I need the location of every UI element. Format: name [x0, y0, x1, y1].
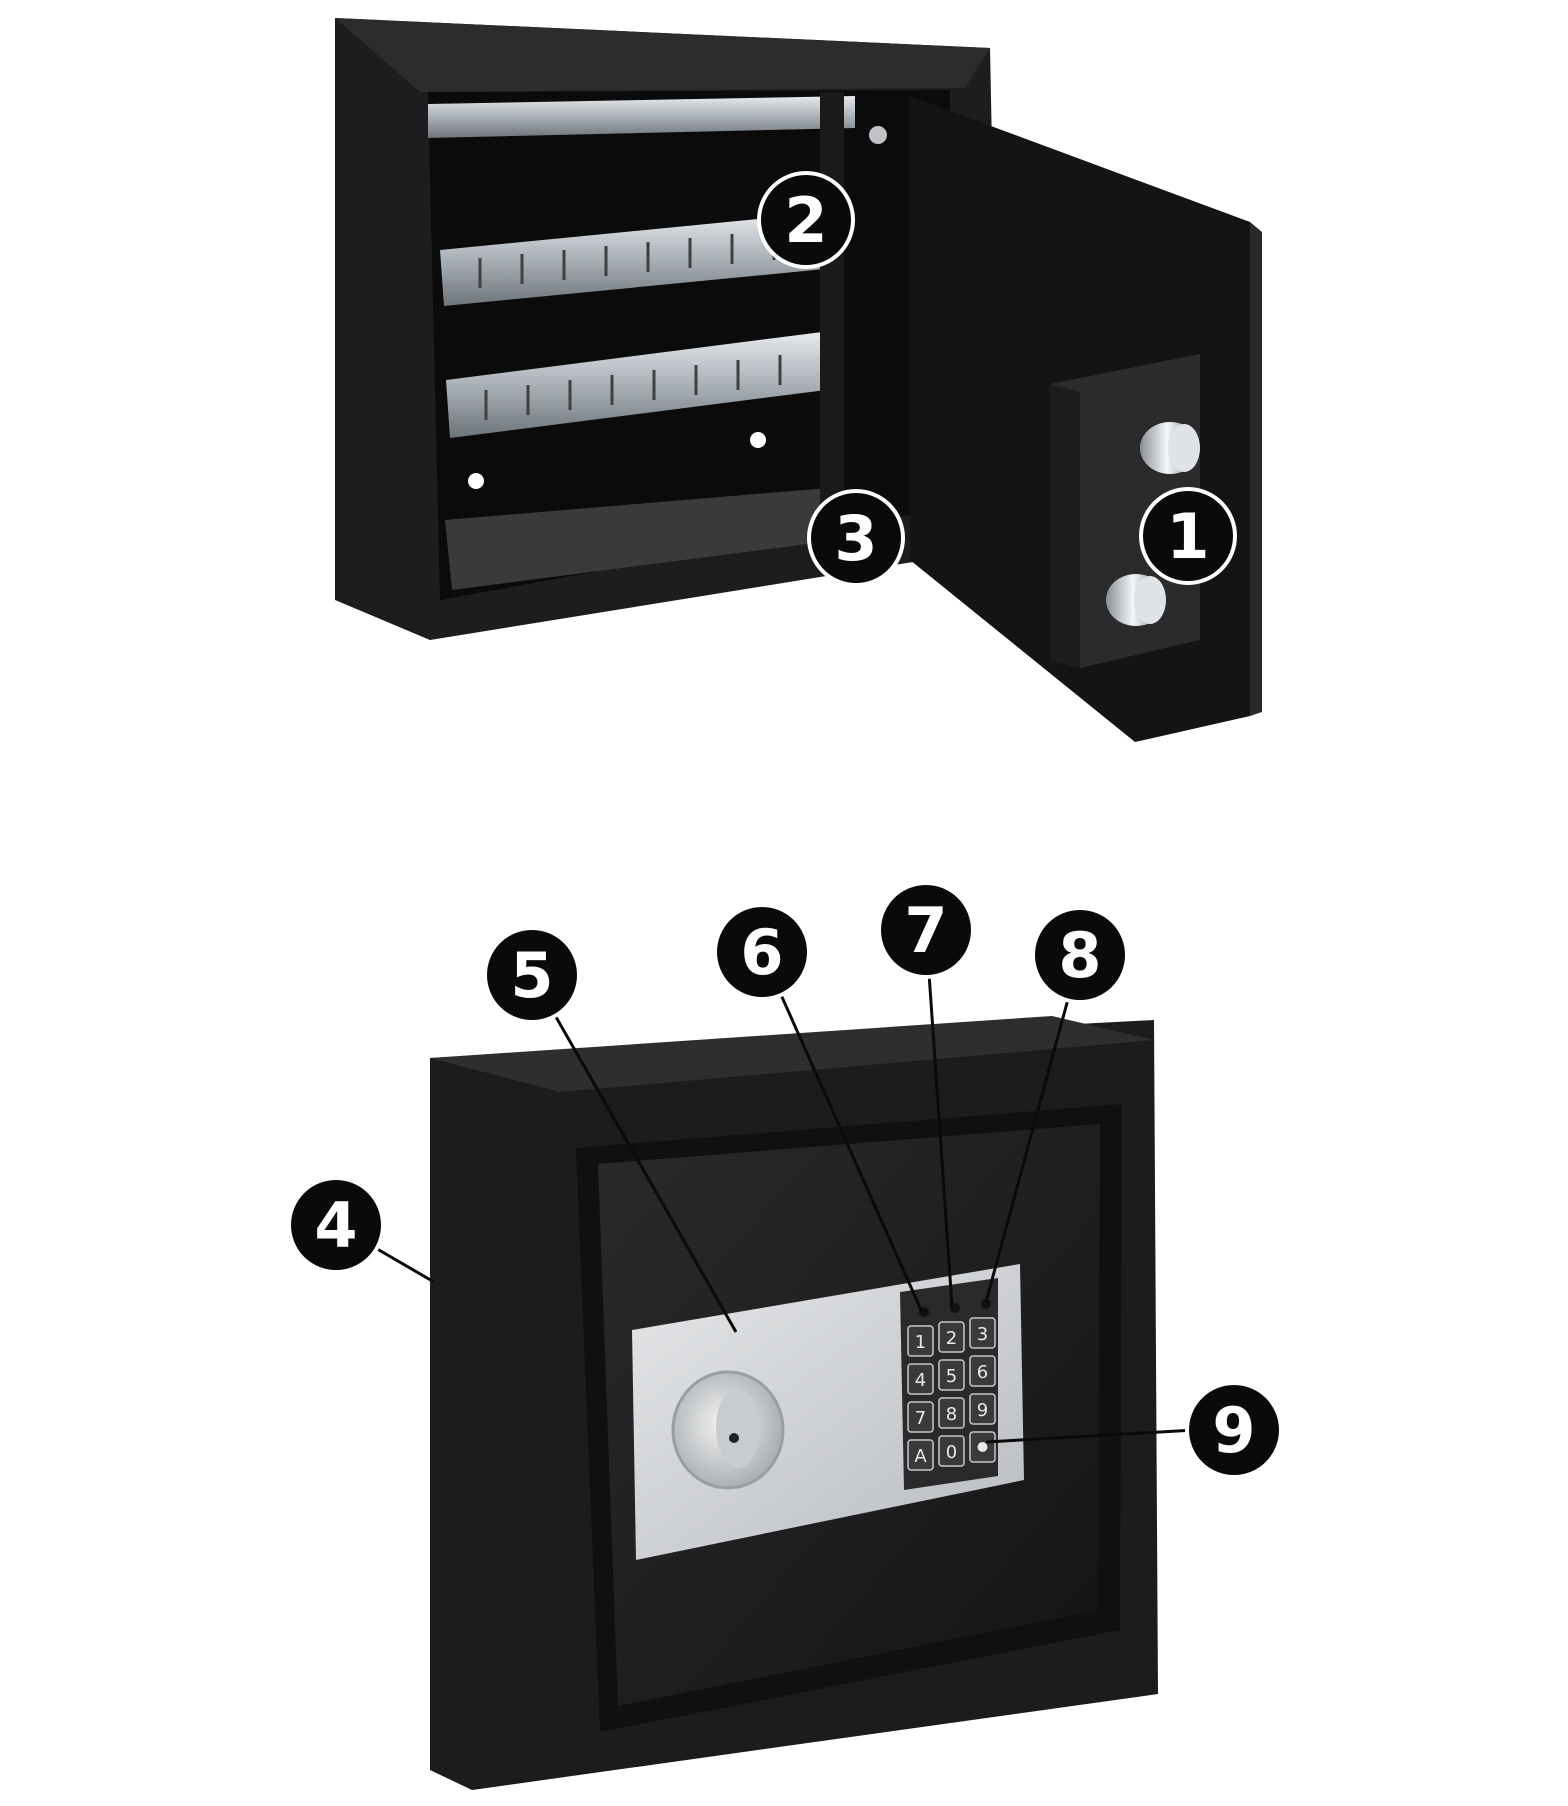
keypad-key-face[interactable] [938, 1435, 965, 1467]
callout-circle [713, 903, 811, 1001]
callout-circle [1139, 487, 1237, 585]
keypad-key-face[interactable] [938, 1321, 965, 1353]
keypad-key-label: 0 [946, 1442, 957, 1463]
keypad-key-face[interactable] [938, 1359, 965, 1391]
callout-number: 5 [510, 939, 553, 1012]
callout-number: 3 [834, 502, 877, 575]
keypad-key[interactable]: 9 [969, 1393, 996, 1425]
keypad-key-face[interactable] [907, 1325, 934, 1357]
callout-5: 5 [483, 926, 581, 1024]
keypad-key[interactable]: 0 [938, 1435, 965, 1467]
callout-circle [877, 881, 975, 979]
keypad-key[interactable]: A [907, 1439, 934, 1471]
keypad-key[interactable]: 5 [938, 1359, 965, 1391]
callout-number: 1 [1166, 500, 1209, 573]
callout-8: 8 [1031, 906, 1129, 1004]
callout-7: 7 [877, 881, 975, 979]
cabinet-top-face [430, 1016, 1154, 1092]
indicator-light [981, 1299, 991, 1309]
keypad-key-label: 6 [977, 1362, 988, 1383]
keypad-key-face[interactable] [907, 1401, 934, 1433]
keypad-key-face[interactable] [938, 1397, 965, 1429]
keypad-key-label: 7 [915, 1408, 926, 1429]
key-rail [446, 332, 826, 438]
open-cabinet [335, 18, 1262, 742]
mounting-hole [468, 473, 484, 489]
callout-circle [1185, 1381, 1283, 1479]
keypad-key[interactable]: 2 [938, 1321, 965, 1353]
keypad-key[interactable]: 7 [907, 1401, 934, 1433]
keypad-key-face[interactable] [969, 1317, 996, 1349]
callout-circle [287, 1176, 385, 1274]
callout-number: 2 [784, 184, 827, 257]
callout-circle [807, 489, 905, 587]
callout-number: 4 [314, 1189, 357, 1262]
keypad-key-label: A [914, 1446, 927, 1467]
door-hinge [820, 92, 844, 522]
callout-4: 4 [287, 1176, 385, 1274]
lock-housing-side [1050, 384, 1080, 668]
foam-floor-pad [445, 488, 838, 590]
keypad-key-label: 9 [977, 1400, 988, 1421]
keypad-key-face[interactable] [969, 1355, 996, 1387]
door-edge [1250, 222, 1262, 716]
callout-number: 9 [1212, 1394, 1255, 1467]
keypad-button[interactable] [977, 1442, 988, 1452]
callout-9: 9 [1185, 1381, 1283, 1479]
callout-number: 6 [740, 916, 783, 989]
keypad-key-label: 8 [946, 1404, 957, 1425]
cabinet-top-edge [335, 18, 990, 92]
keypad-key[interactable]: 6 [969, 1355, 996, 1387]
callout-leaders [335, 929, 1196, 1444]
keypad-key[interactable] [969, 1431, 996, 1463]
keypad-key[interactable]: 4 [907, 1363, 934, 1395]
callout-2: 2 [757, 171, 855, 269]
callout-6: 6 [713, 903, 811, 1001]
hinge-screw [869, 126, 887, 144]
keypad-key-label: 2 [946, 1328, 957, 1349]
keypad-key[interactable]: 3 [969, 1317, 996, 1349]
key-rail [440, 212, 835, 306]
keypad-key[interactable]: 1 [907, 1325, 934, 1357]
keypad-key-face[interactable] [969, 1393, 996, 1425]
keypad-key-label: 4 [915, 1370, 926, 1391]
key-rail [428, 96, 855, 138]
callout-circle [483, 926, 581, 1024]
callout-number: 8 [1058, 919, 1101, 992]
door-locking-bolts [1106, 422, 1200, 626]
keypad-key[interactable]: 8 [938, 1397, 965, 1429]
keypad-key-label: 5 [946, 1366, 957, 1387]
emergency-key-lock [671, 1370, 785, 1490]
callout-number: 7 [904, 894, 947, 967]
key-hooks [478, 230, 782, 420]
keypad-key-label: 1 [915, 1332, 926, 1353]
keypad-key-face[interactable] [907, 1363, 934, 1395]
callout-circle [1031, 906, 1129, 1004]
callout-1: 1 [1139, 487, 1237, 585]
mounting-hole [750, 432, 766, 448]
keypad-key-label: 3 [977, 1324, 988, 1345]
callout-circle [757, 171, 855, 269]
keypad-key-face[interactable] [907, 1439, 934, 1471]
callout-3: 3 [807, 489, 905, 587]
